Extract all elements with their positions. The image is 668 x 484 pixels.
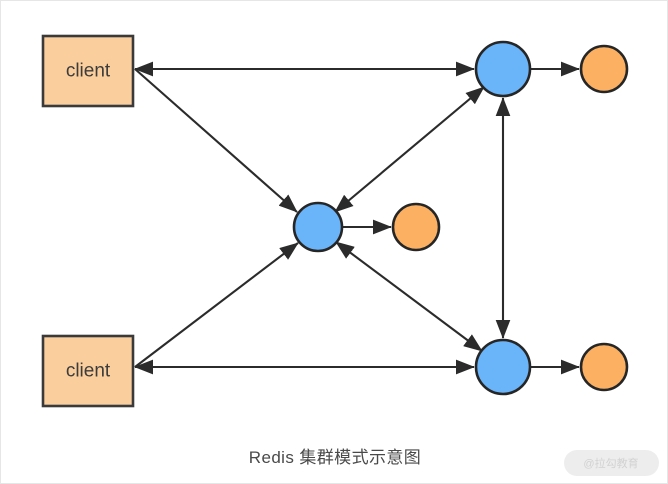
node-client-top[interactable]: client	[41, 34, 135, 108]
node-replica-middle[interactable]	[391, 202, 441, 252]
client-top-rect[interactable]	[41, 34, 135, 108]
edge-master-middle-master-bottom	[335, 241, 483, 352]
edge-master-top-master-middle	[334, 86, 485, 213]
client-top-label: client	[66, 61, 111, 82]
node-replica-bottom[interactable]	[579, 342, 629, 392]
node-replica-top[interactable]	[579, 44, 629, 94]
diagram-caption: Redis 集群模式示意图	[249, 448, 421, 467]
client-bottom-label: client	[66, 361, 111, 382]
edge-client-bottom-master-middle	[134, 242, 299, 368]
edge-layer	[134, 61, 580, 375]
node-master-bottom[interactable]	[474, 338, 532, 396]
node-master-top[interactable]	[474, 40, 532, 98]
node-master-middle[interactable]	[292, 201, 344, 253]
node-layer: client client	[41, 34, 629, 408]
client-bottom-rect[interactable]	[41, 334, 135, 408]
edge-client-top-master-middle	[134, 68, 298, 213]
watermark-pill-background	[564, 450, 659, 476]
node-client-bottom[interactable]: client	[41, 334, 135, 408]
watermark: @拉勾教育	[564, 450, 659, 476]
watermark-label: @拉勾教育	[583, 456, 638, 470]
